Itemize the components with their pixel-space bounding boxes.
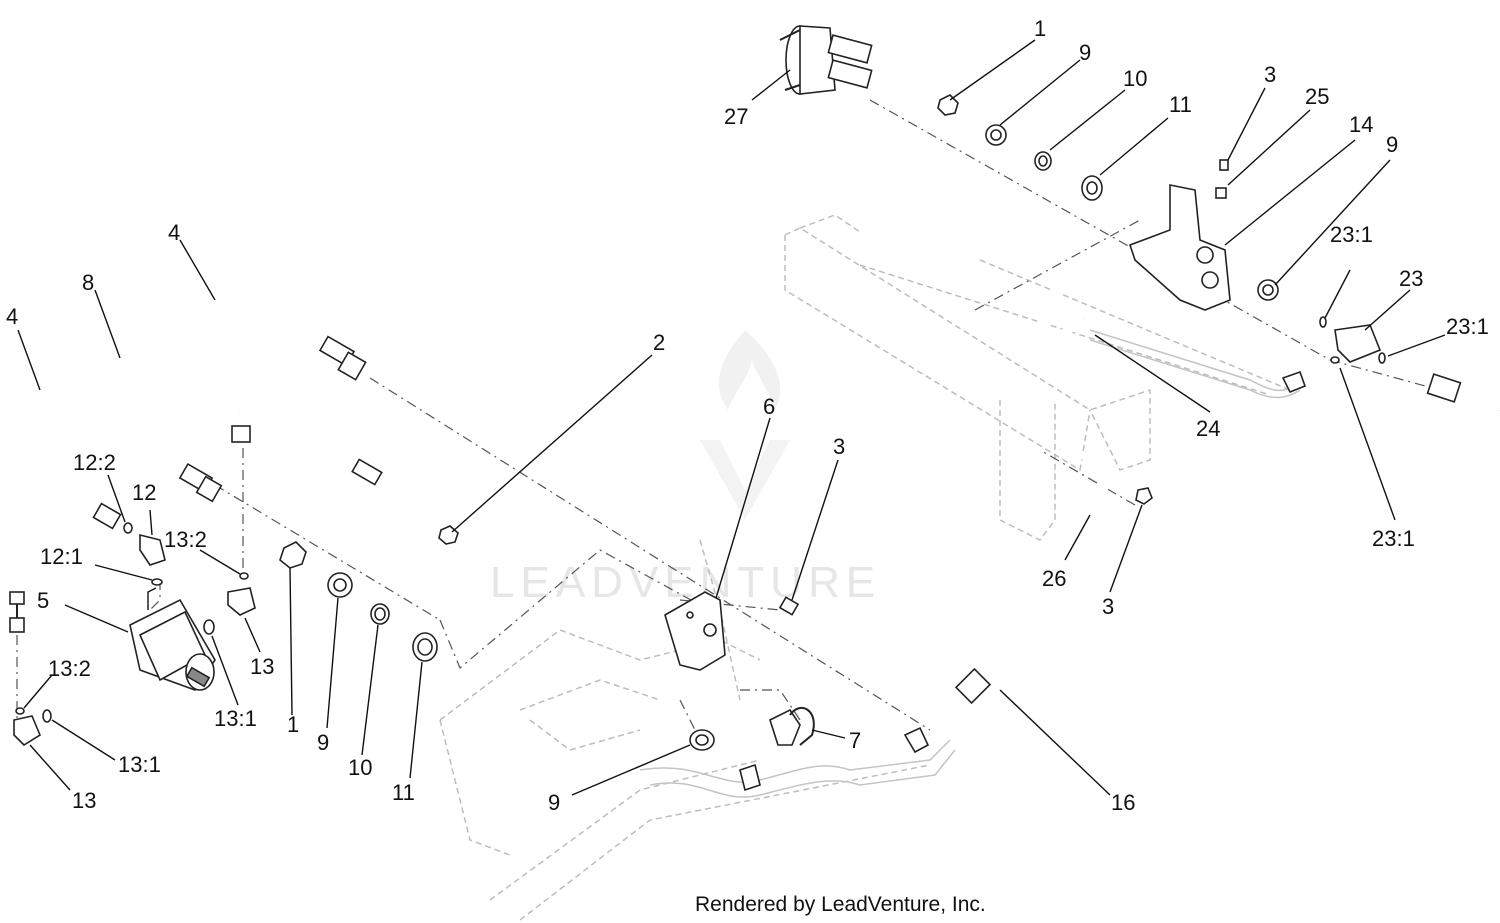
watermark-text: LEADVENTURE [490,558,881,607]
callout-2: 2 [653,330,665,355]
fittings-left [13,522,256,747]
callout-4-left: 4 [6,304,18,329]
bracket-14 [1128,184,1231,311]
callout-1-upper: 1 [1034,16,1046,41]
callout-3-upper: 3 [1264,62,1276,87]
washer-stack-upper [937,94,1229,201]
callout-25: 25 [1305,84,1329,109]
callout-27: 27 [724,104,748,129]
callout-3-center: 3 [833,434,845,459]
callout-3-lower: 3 [1102,594,1114,619]
callout-13-2-b: 13:2 [48,656,91,681]
callout-9-upper: 9 [1079,40,1091,65]
callout-23-1-c: 23:1 [1372,526,1415,551]
callout-26: 26 [1042,566,1066,591]
callout-4-top: 4 [168,220,180,245]
callout-23-1-b: 23:1 [1446,314,1489,339]
callout-10-upper: 10 [1123,66,1147,91]
fittings-center [689,596,930,792]
callout-11-lower: 11 [392,780,415,805]
callout-12-2: 12:2 [73,450,116,475]
callout-23: 23 [1399,266,1423,291]
callout-9-right: 9 [1386,132,1398,157]
callout-23-1-a: 23:1 [1330,222,1373,247]
callout-5: 5 [37,588,49,613]
callout-6: 6 [763,394,775,419]
callout-24: 24 [1196,416,1220,441]
tee-23 [1257,279,1386,364]
hose-4-upper [193,290,323,386]
bracket-6 [664,591,726,671]
callout-13-left: 13 [72,788,96,813]
callout-14: 14 [1349,112,1373,137]
bulkhead-27 [779,25,873,95]
callout-9-lower: 9 [317,730,329,755]
callout-12: 12 [132,480,156,505]
callout-7: 7 [849,728,861,753]
render-credit: Rendered by LeadVenture, Inc. [695,893,986,916]
tube-24 [1038,281,1307,399]
pump-5 [129,587,216,691]
callout-11-upper: 11 [1169,92,1192,117]
hose-fittings [9,335,383,633]
callout-labels: 27 1 9 10 11 3 25 14 9 23:1 23 23:1 24 2… [6,16,1489,815]
hose-4-left [0,390,198,596]
watermark-logo [700,330,790,520]
callout-13-2-a: 13:2 [164,527,207,552]
callout-8: 8 [82,270,94,295]
callout-13-right: 13 [250,654,274,679]
alignment-lines [16,99,1441,741]
callout-1-lower: 1 [287,712,299,737]
leader-lines [17,39,1446,796]
hose-4-mid [89,339,244,511]
hose-8 [68,345,372,506]
hose-16 [954,637,1014,705]
callout-10-lower: 10 [348,755,372,780]
tube-26 [1059,446,1153,522]
callout-13-1-b: 13:1 [118,752,161,777]
frame-ghost [439,214,1291,921]
callout-16: 16 [1111,790,1135,815]
hose-right [1426,373,1500,414]
callout-9-bottom: 9 [548,790,560,815]
callout-12-1: 12:1 [40,544,83,569]
callout-13-1-a: 13:1 [214,706,257,731]
washer-stack-lower [279,525,459,662]
